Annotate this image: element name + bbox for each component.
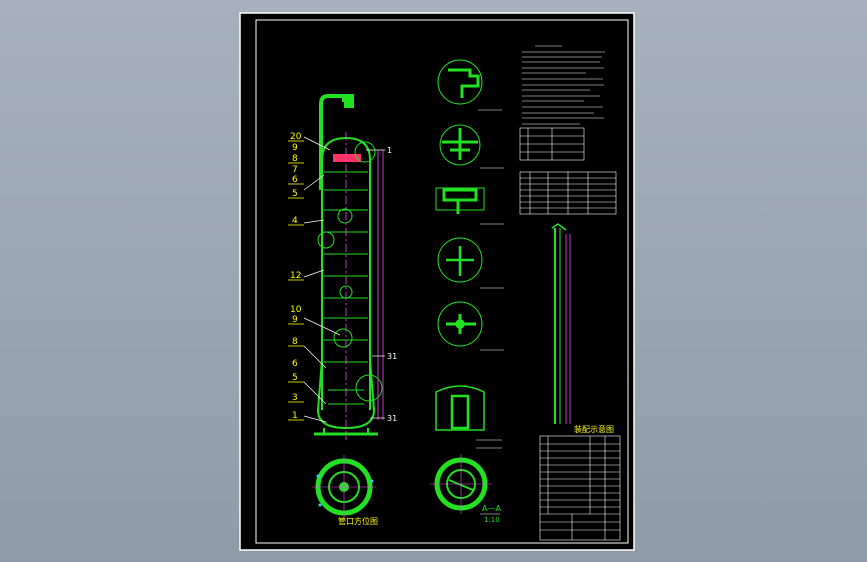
part-number-14: 4: [292, 216, 298, 226]
part-number-17: 7: [292, 165, 298, 175]
detail-circles: [317, 141, 383, 402]
part-number-9: 9: [292, 315, 298, 325]
right-callout-31a: 31: [387, 352, 397, 361]
top-internal-highlight: [333, 154, 361, 162]
right-callout-1: 1: [387, 146, 392, 155]
section-aa-title: A—A: [482, 504, 501, 513]
part-number-1: 1: [292, 411, 298, 421]
detail-views: [435, 59, 485, 431]
part-leader-lines: [303, 136, 385, 423]
assembly-view-title: 装配示意图: [574, 424, 614, 434]
part-number-15: 5: [292, 189, 298, 199]
right-callouts: 1 31 31: [387, 146, 397, 423]
design-data-table: [519, 127, 585, 161]
part-number-8: 8: [292, 337, 298, 347]
nozzle-orientation-plan: [312, 455, 376, 519]
parts-list-title-block: [539, 435, 621, 541]
part-number-callouts: 20 9 8 7 6 5 4 12 10 9 8 6 5 3 1: [290, 132, 302, 421]
nozzle-schedule-table: [519, 171, 617, 215]
callout-underlines: [288, 140, 304, 421]
part-number-6: 6: [292, 359, 298, 369]
section-aa-label: A—A 1:10: [480, 504, 501, 524]
column-centerlines: [345, 132, 384, 440]
detail-scale-bars: [476, 109, 504, 449]
part-number-12: 12: [290, 271, 301, 281]
part-number-16: 6: [292, 175, 298, 185]
section-aa-view: [430, 454, 492, 514]
part-number-3: 3: [292, 393, 298, 403]
technical-notes-block: [522, 45, 605, 125]
nozzle-orientation-title: 管口方位图: [338, 516, 378, 526]
part-number-18: 8: [292, 154, 298, 164]
drawing-inner-border: [255, 19, 629, 544]
part-number-10: 10: [290, 305, 302, 315]
drawing-sheet-frame: [239, 12, 635, 551]
right-callout-31b: 31: [387, 414, 397, 423]
drawing-sheet: [240, 13, 634, 550]
tall-column-schematic: [551, 223, 571, 424]
part-number-19: 9: [292, 143, 298, 153]
part-number-5: 5: [292, 373, 298, 383]
section-aa-scale: 1:10: [484, 516, 500, 524]
part-number-20: 20: [290, 132, 302, 142]
